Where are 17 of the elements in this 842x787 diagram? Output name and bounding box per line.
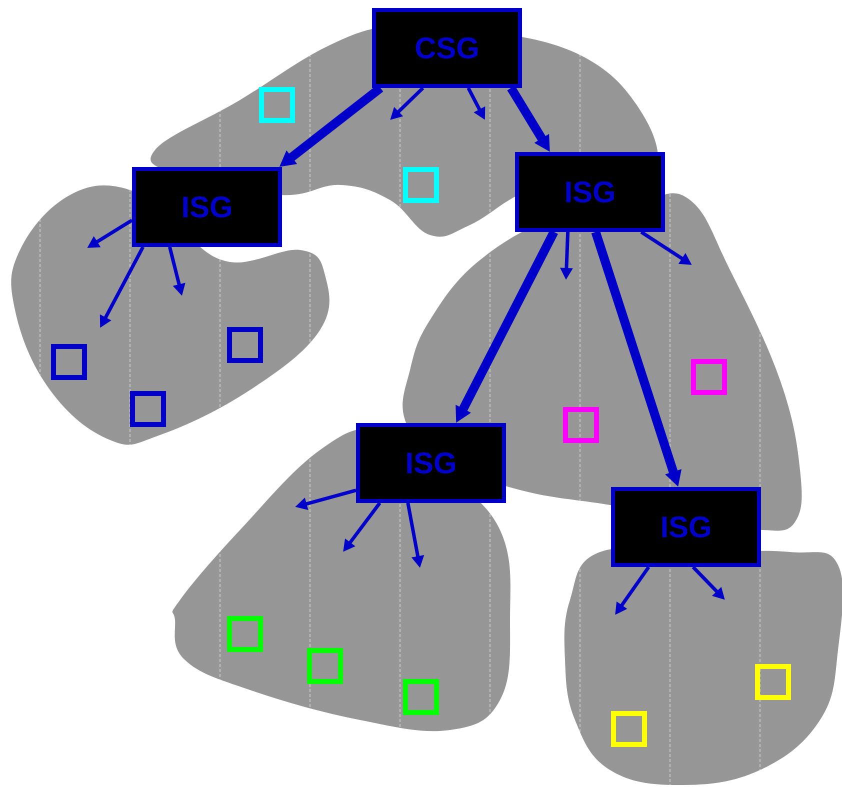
label-box: ISG xyxy=(132,166,282,247)
square-marker xyxy=(403,678,439,715)
square-marker xyxy=(130,390,166,427)
square-marker xyxy=(227,326,263,363)
square-marker xyxy=(51,344,87,380)
label-box: ISG xyxy=(611,486,761,567)
square-marker xyxy=(227,616,263,652)
label-box: ISG xyxy=(356,422,506,503)
square-marker xyxy=(563,406,599,443)
label-box: CSG xyxy=(372,8,522,88)
square-marker xyxy=(611,710,647,747)
square-marker xyxy=(691,358,727,395)
square-marker xyxy=(259,87,295,123)
square-marker xyxy=(403,166,439,203)
label-box: ISG xyxy=(515,152,665,232)
square-marker xyxy=(307,648,343,684)
square-marker xyxy=(755,664,791,700)
